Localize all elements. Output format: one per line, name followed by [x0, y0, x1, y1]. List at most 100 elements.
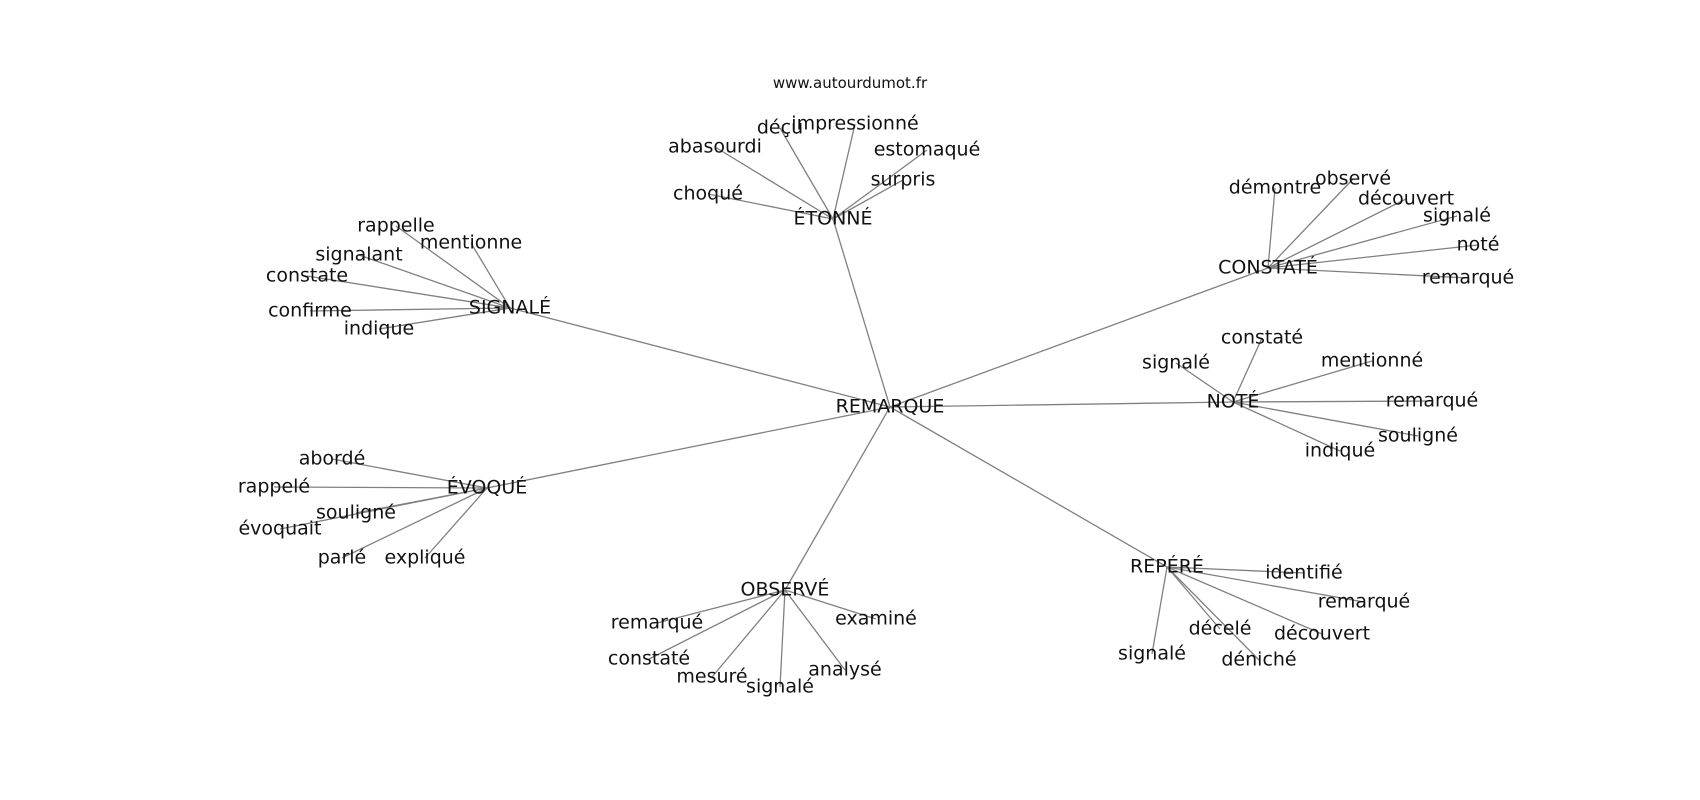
node-child-signale-5[interactable]: indique	[344, 318, 414, 340]
edge-center-evoque	[486, 406, 891, 489]
node-child-etonne-2[interactable]: impressionné	[791, 113, 918, 135]
edge-observe-3	[711, 589, 786, 678]
edge-evoque-5	[424, 487, 488, 559]
edge-note-4	[1232, 401, 1419, 437]
edge-note-2	[1232, 360, 1373, 403]
node-child-signale-1[interactable]: mentionne	[420, 232, 522, 254]
node-child-etonne-4[interactable]: surpris	[871, 169, 936, 191]
node-child-constate-5[interactable]: remarqué	[1422, 267, 1515, 289]
node-group-evoque[interactable]: ÉVOQUÉ	[447, 476, 528, 499]
node-group-constate[interactable]: CONSTATÉ	[1218, 256, 1318, 279]
edge-signale-5	[378, 307, 511, 330]
node-child-signale-0[interactable]: rappelle	[357, 215, 435, 237]
node-child-observe-0[interactable]: remarqué	[611, 612, 704, 634]
node-child-repere-5[interactable]: déniché	[1221, 649, 1296, 671]
edge-observe-1	[784, 589, 877, 620]
edge-etonne-5	[707, 193, 834, 220]
node-child-evoque-5[interactable]: expliqué	[384, 547, 465, 569]
edge-center-observe	[784, 406, 891, 591]
edge-signale-4	[309, 307, 511, 312]
node-child-constate-4[interactable]: noté	[1457, 234, 1500, 256]
node-child-repere-3[interactable]: découvert	[1274, 623, 1370, 645]
node-child-signale-4[interactable]: confirme	[268, 300, 352, 322]
edge-repere-4	[1151, 566, 1168, 655]
node-child-evoque-4[interactable]: parlé	[318, 547, 366, 569]
edge-repere-3	[1166, 566, 1323, 635]
edge-constate-0	[1267, 187, 1276, 269]
node-child-etonne-0[interactable]: abasourdi	[668, 136, 762, 158]
node-child-observe-1[interactable]: examiné	[835, 608, 917, 630]
node-child-signale-3[interactable]: constate	[266, 265, 348, 287]
watermark-text: www.autourdumot.fr	[773, 74, 928, 92]
node-group-note[interactable]: NOTÉ	[1207, 390, 1260, 413]
edge-evoque-0	[331, 458, 488, 489]
edge-observe-2	[648, 589, 786, 660]
edge-evoque-3	[279, 487, 488, 530]
edges-layer	[273, 123, 1479, 688]
edge-repere-2	[1166, 566, 1221, 630]
node-child-note-2[interactable]: mentionné	[1321, 350, 1423, 372]
edge-repere-1	[1166, 566, 1365, 603]
edge-signale-2	[358, 254, 511, 309]
edge-note-5	[1232, 401, 1341, 452]
node-child-evoque-3[interactable]: évoquait	[238, 518, 321, 540]
edge-constate-5	[1267, 267, 1469, 279]
edge-constate-1	[1267, 178, 1354, 269]
node-child-observe-2[interactable]: constaté	[608, 648, 690, 670]
node-child-etonne-3[interactable]: estomaqué	[874, 139, 981, 161]
node-center-remarque[interactable]: REMARQUE	[836, 396, 945, 418]
node-child-evoque-2[interactable]: souligné	[316, 502, 396, 524]
edge-constate-3	[1267, 215, 1458, 269]
node-child-observe-3[interactable]: mesuré	[676, 666, 747, 688]
node-group-signale[interactable]: SIGNALÉ	[469, 296, 551, 319]
node-group-repere[interactable]: REPÉRÉ	[1130, 555, 1204, 578]
node-group-etonne[interactable]: ÉTONNÉ	[794, 207, 873, 230]
node-child-note-0[interactable]: constaté	[1221, 327, 1303, 349]
edge-signale-1	[470, 242, 511, 309]
edge-evoque-1	[273, 486, 488, 489]
edge-center-etonne	[832, 218, 891, 408]
edge-evoque-4	[341, 487, 488, 559]
node-child-evoque-0[interactable]: abordé	[299, 448, 366, 470]
node-child-etonne-1[interactable]: déçu	[757, 117, 803, 139]
edge-etonne-2	[832, 123, 856, 220]
edge-signale-3	[306, 275, 511, 309]
node-child-constate-0[interactable]: démontre	[1229, 177, 1321, 199]
node-child-etonne-5[interactable]: choqué	[673, 183, 743, 205]
node-child-repere-2[interactable]: décelé	[1189, 618, 1252, 640]
node-child-constate-3[interactable]: signalé	[1423, 205, 1491, 227]
node-child-repere-0[interactable]: identifié	[1265, 562, 1342, 584]
node-child-constate-2[interactable]: découvert	[1358, 188, 1454, 210]
edge-note-1	[1175, 362, 1234, 403]
edge-constate-2	[1267, 198, 1407, 269]
edge-observe-5	[784, 589, 846, 671]
edge-etonne-1	[779, 127, 834, 220]
node-child-note-3[interactable]: remarqué	[1386, 390, 1479, 412]
node-child-constate-1[interactable]: observé	[1315, 168, 1391, 190]
edge-etonne-4	[832, 179, 904, 220]
edge-observe-4	[779, 589, 786, 688]
node-child-repere-1[interactable]: remarqué	[1318, 591, 1411, 613]
node-child-observe-4[interactable]: signalé	[746, 676, 814, 698]
edge-center-signale	[509, 307, 891, 408]
edge-note-0	[1232, 337, 1263, 403]
edge-etonne-3	[832, 149, 928, 220]
edge-constate-4	[1267, 244, 1479, 269]
node-child-evoque-1[interactable]: rappelé	[238, 476, 310, 498]
node-child-repere-4[interactable]: signalé	[1118, 643, 1186, 665]
edge-note-3	[1232, 400, 1433, 403]
edge-repere-0	[1166, 566, 1305, 574]
edge-etonne-0	[714, 146, 834, 220]
node-child-note-1[interactable]: signalé	[1142, 352, 1210, 374]
node-child-signale-2[interactable]: signalant	[315, 244, 402, 266]
edge-center-constate	[889, 267, 1269, 408]
edge-observe-0	[656, 589, 786, 624]
node-child-observe-5[interactable]: analysé	[808, 659, 881, 681]
edge-center-note	[889, 401, 1234, 408]
node-child-note-5[interactable]: indiqué	[1305, 440, 1375, 462]
edge-center-repere	[889, 406, 1168, 568]
node-group-observe[interactable]: OBSERVÉ	[741, 578, 830, 601]
node-child-note-4[interactable]: souligné	[1378, 425, 1458, 447]
